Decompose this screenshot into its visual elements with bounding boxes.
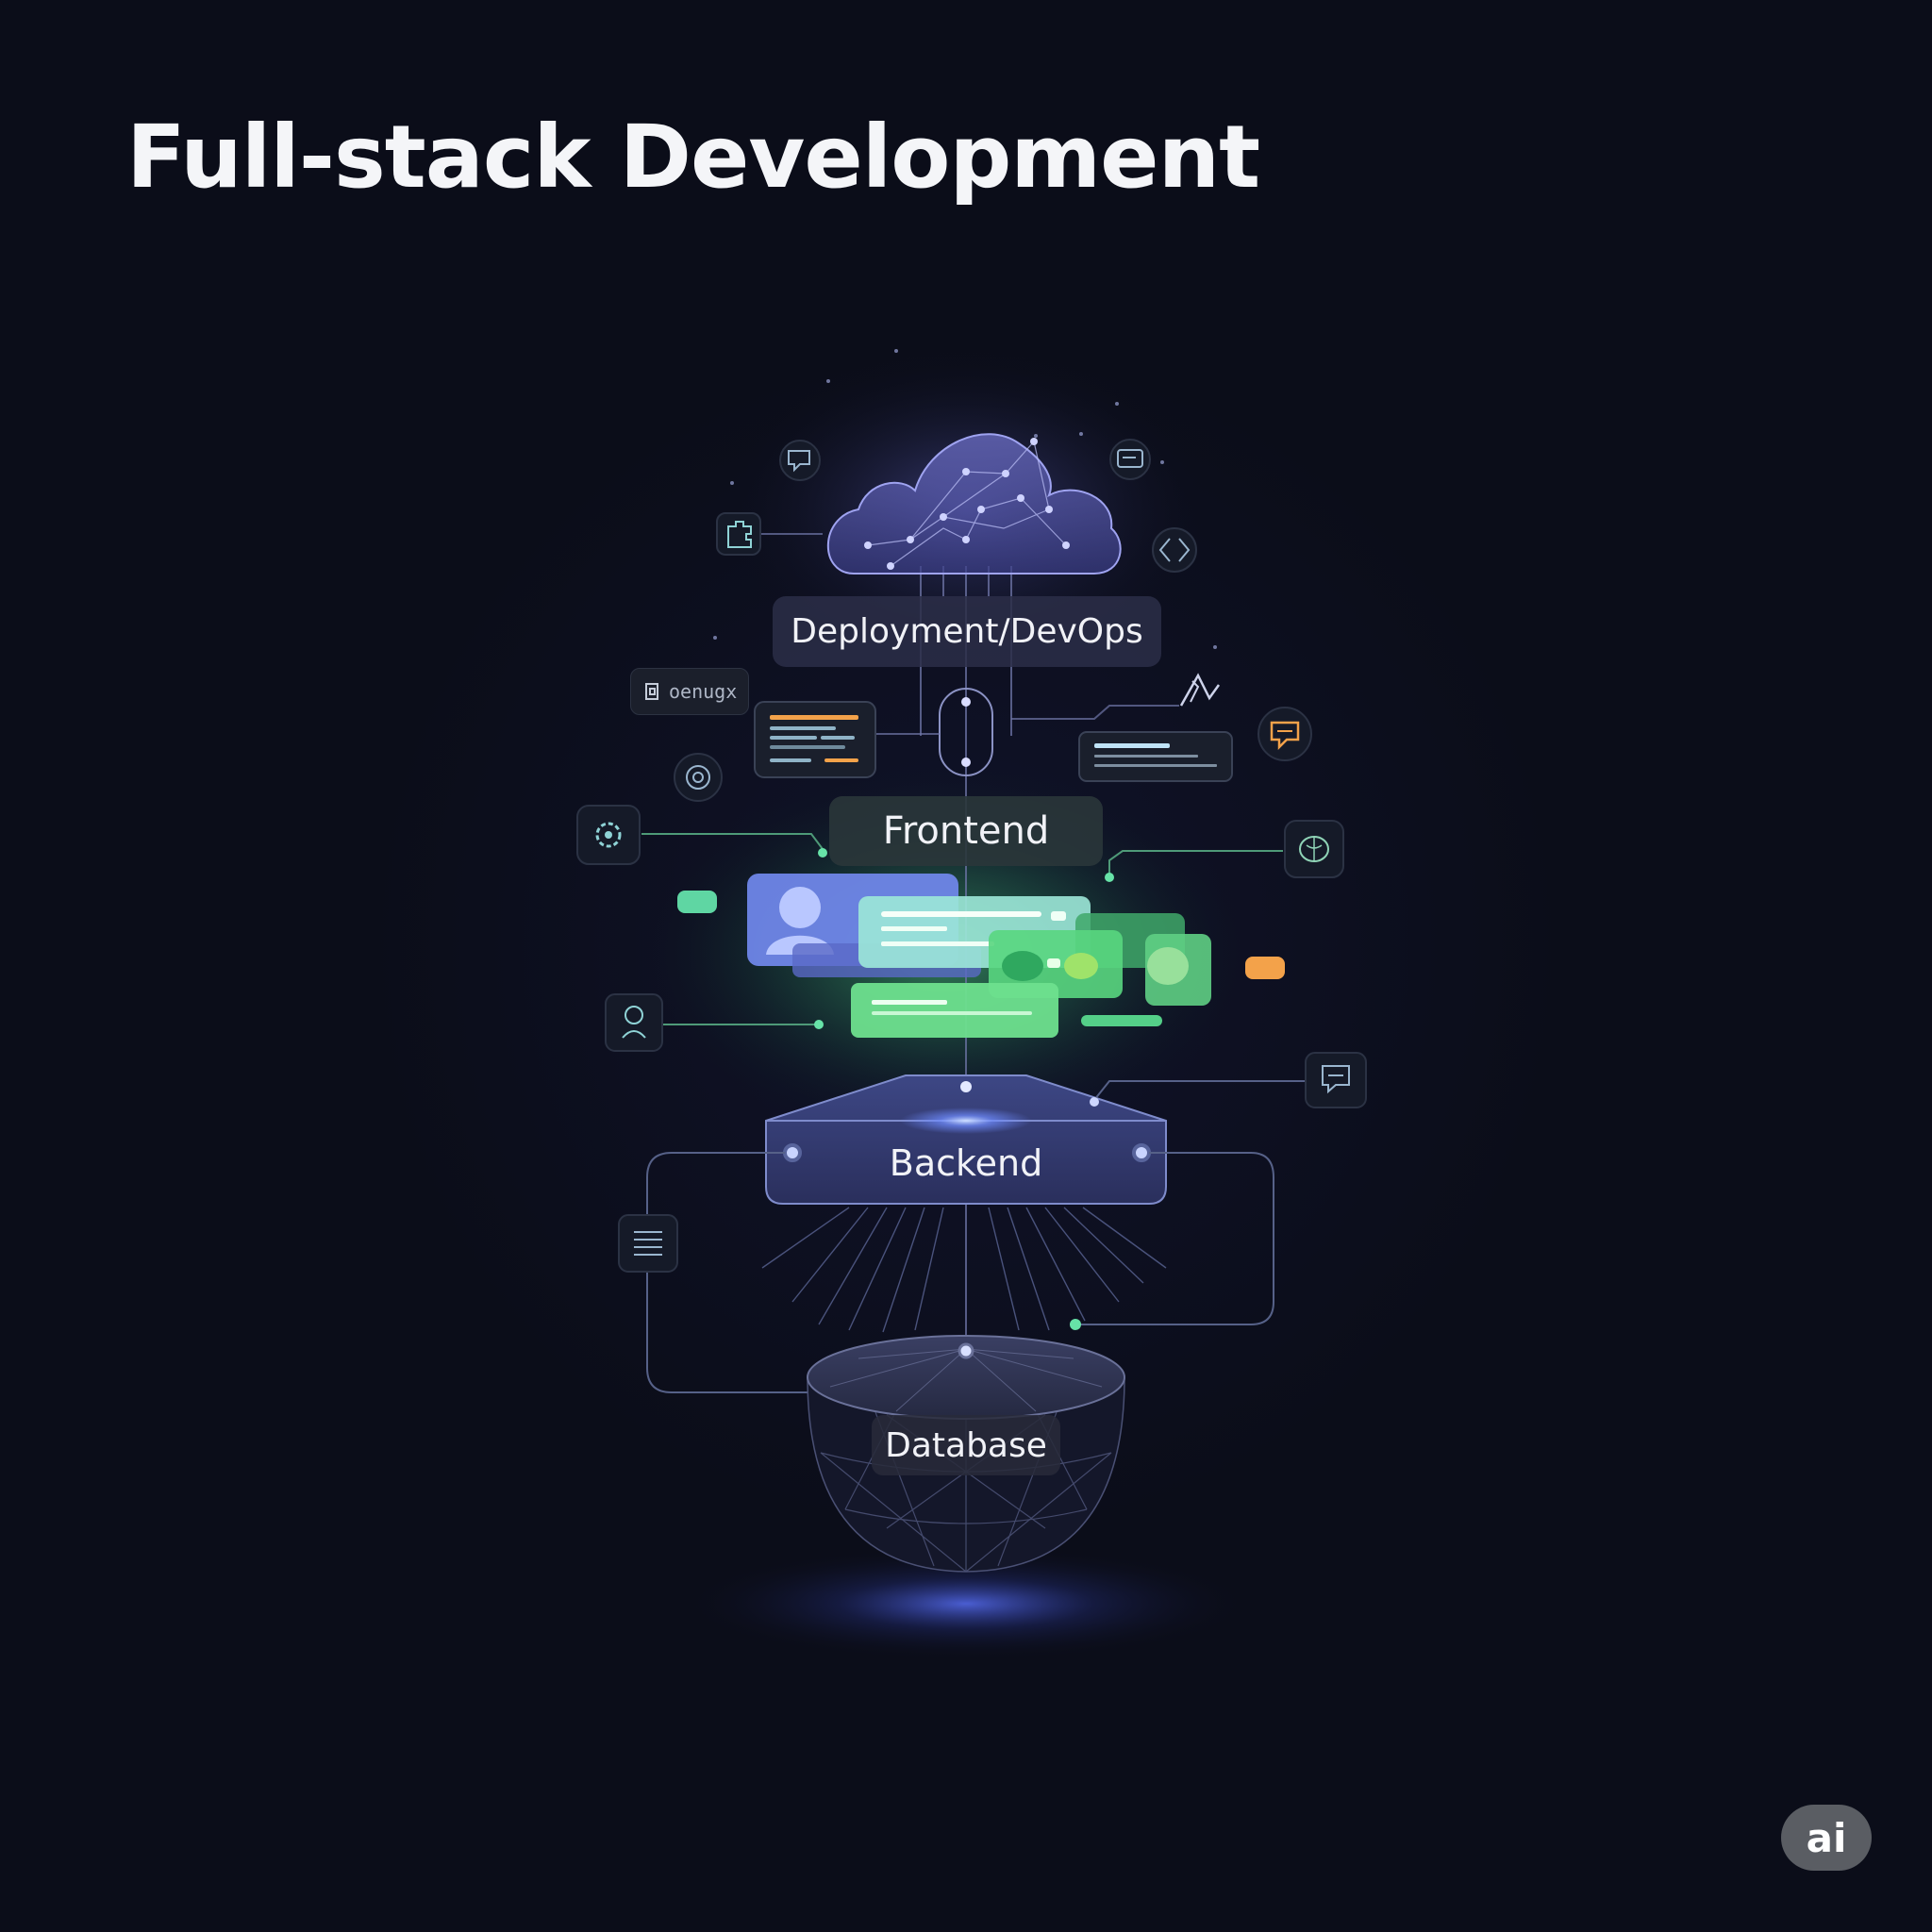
frontend-connectors (641, 833, 1283, 1025)
orange-pill (1245, 957, 1285, 979)
backend-block (765, 1074, 1167, 1205)
base-glow (683, 1547, 1249, 1660)
database-layer-label: Database (872, 1415, 1060, 1475)
frontend-node-left (818, 848, 827, 858)
devops-layer-label: Deployment/DevOps (773, 596, 1161, 667)
mint-pill (677, 891, 717, 913)
star-particles (713, 349, 1217, 649)
cloud-shape (826, 433, 1122, 575)
frontend-node-right (1105, 873, 1114, 882)
user-lock-icon (605, 993, 663, 1052)
ai-badge: ai (1781, 1805, 1872, 1871)
backend-top-node (960, 1081, 972, 1092)
ui-node-left (814, 1020, 824, 1029)
code-panel-right (1078, 731, 1233, 782)
nginx-label: oenugx (669, 680, 738, 703)
pill-node-bottom (961, 758, 971, 767)
connector-right-top (1011, 705, 1179, 720)
code-panel-left (754, 701, 876, 778)
backend-rays (761, 1207, 1167, 1333)
cloud-nodes (864, 438, 1070, 570)
puzzle-icon (716, 512, 761, 556)
gear-icon (576, 805, 641, 865)
backend-layer-label: Backend (889, 1142, 1043, 1184)
sparkle-arrow-icon (1179, 673, 1221, 707)
db-node-right (1070, 1319, 1081, 1330)
backend-node-right (1090, 1097, 1099, 1107)
chat-bubble-orange-icon (1257, 707, 1312, 761)
brain-icon (1284, 820, 1344, 878)
pill-connector (939, 688, 993, 776)
server-list-icon (618, 1214, 678, 1273)
code-arrows-icon (1152, 527, 1197, 573)
message-icon (1305, 1052, 1367, 1108)
terminal-window-icon (1109, 439, 1151, 480)
nginx-chip: oenugx (630, 668, 749, 715)
nginx-logo-icon (645, 683, 658, 700)
page-title: Full-stack Development (126, 107, 1260, 208)
ui-card-stack (747, 874, 1211, 1038)
chat-bubble-icon (779, 440, 821, 481)
pill-node-top (961, 697, 971, 707)
coin-icon (674, 753, 723, 802)
backend-light (900, 1108, 1032, 1134)
frontend-layer-label: Frontend (829, 796, 1103, 866)
